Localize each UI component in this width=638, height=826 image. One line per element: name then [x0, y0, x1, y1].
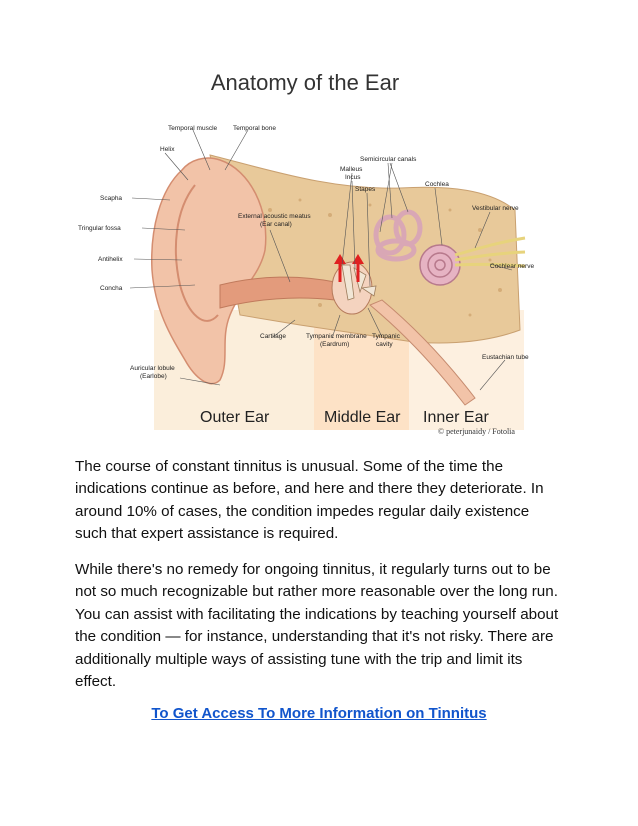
label-antihelix: Antihelix	[98, 256, 123, 263]
label-cochlea: Cochlea	[425, 181, 449, 188]
label-semicircular-canals: Semicircular canals	[360, 156, 417, 163]
label-tympanic-membrane: Tympanic membrane	[306, 333, 367, 340]
label-temporal-bone: Temporal bone	[233, 125, 276, 132]
label-auricular-lobule: Auricular lobule	[130, 365, 175, 372]
stapes-shape	[360, 285, 377, 297]
label-cartilage: Cartilage	[260, 333, 286, 340]
nerve-bundle	[454, 236, 526, 268]
label-concha: Concha	[100, 285, 123, 292]
ear-anatomy-figure: Anatomy of the Ear	[70, 60, 540, 440]
image-credit: © peterjunaidy / Fotolia	[438, 427, 515, 436]
label-outer-ear: Outer Ear	[200, 409, 270, 426]
label-middle-ear: Middle Ear	[324, 409, 401, 426]
label-scapha: Scapha	[100, 195, 122, 202]
label-triangular-fossa: Tringular fossa	[78, 225, 121, 232]
label-ear-canal: (Ear canal)	[260, 221, 292, 228]
label-eustachian-tube: Eustachian tube	[482, 354, 529, 361]
label-tympanic-cavity: Tympanic	[372, 333, 401, 340]
label-earlobe: (Earlobe)	[140, 373, 167, 380]
label-eardrum: (Eardrum)	[320, 341, 349, 348]
leader-lines	[129, 129, 513, 391]
tinnitus-info-link[interactable]: To Get Access To More Information on Tin…	[151, 705, 487, 722]
label-cavity: cavity	[376, 341, 393, 348]
cochlea-shape	[419, 244, 461, 286]
antihelix-fold	[174, 184, 219, 322]
label-incus: Incus	[345, 174, 361, 181]
label-inner-ear: Inner Ear	[423, 409, 489, 426]
malleus-shape	[341, 264, 355, 301]
eustachian-tube-shape	[369, 299, 476, 406]
label-stapes: Stapes	[355, 186, 376, 193]
label-helix: Helix	[160, 146, 175, 153]
label-malleus: Malleus	[340, 166, 363, 173]
label-cochlear-nerve: Cochlear nerve	[490, 263, 534, 270]
figure-title: Anatomy of the Ear	[210, 70, 400, 95]
paragraph-2: While there's no remedy for ongoing tinn…	[75, 561, 559, 691]
label-external-meatus: External acoustic meatus	[238, 213, 311, 220]
label-temporal-muscle: Temporal muscle	[168, 125, 218, 132]
paragraph-1: The course of constant tinnitus is unusu…	[75, 458, 544, 543]
label-vestibular-nerve: Vestibular nerve	[472, 205, 519, 212]
ear-diagram: Temporal muscle Temporal bone Helix Scap…	[78, 125, 534, 436]
